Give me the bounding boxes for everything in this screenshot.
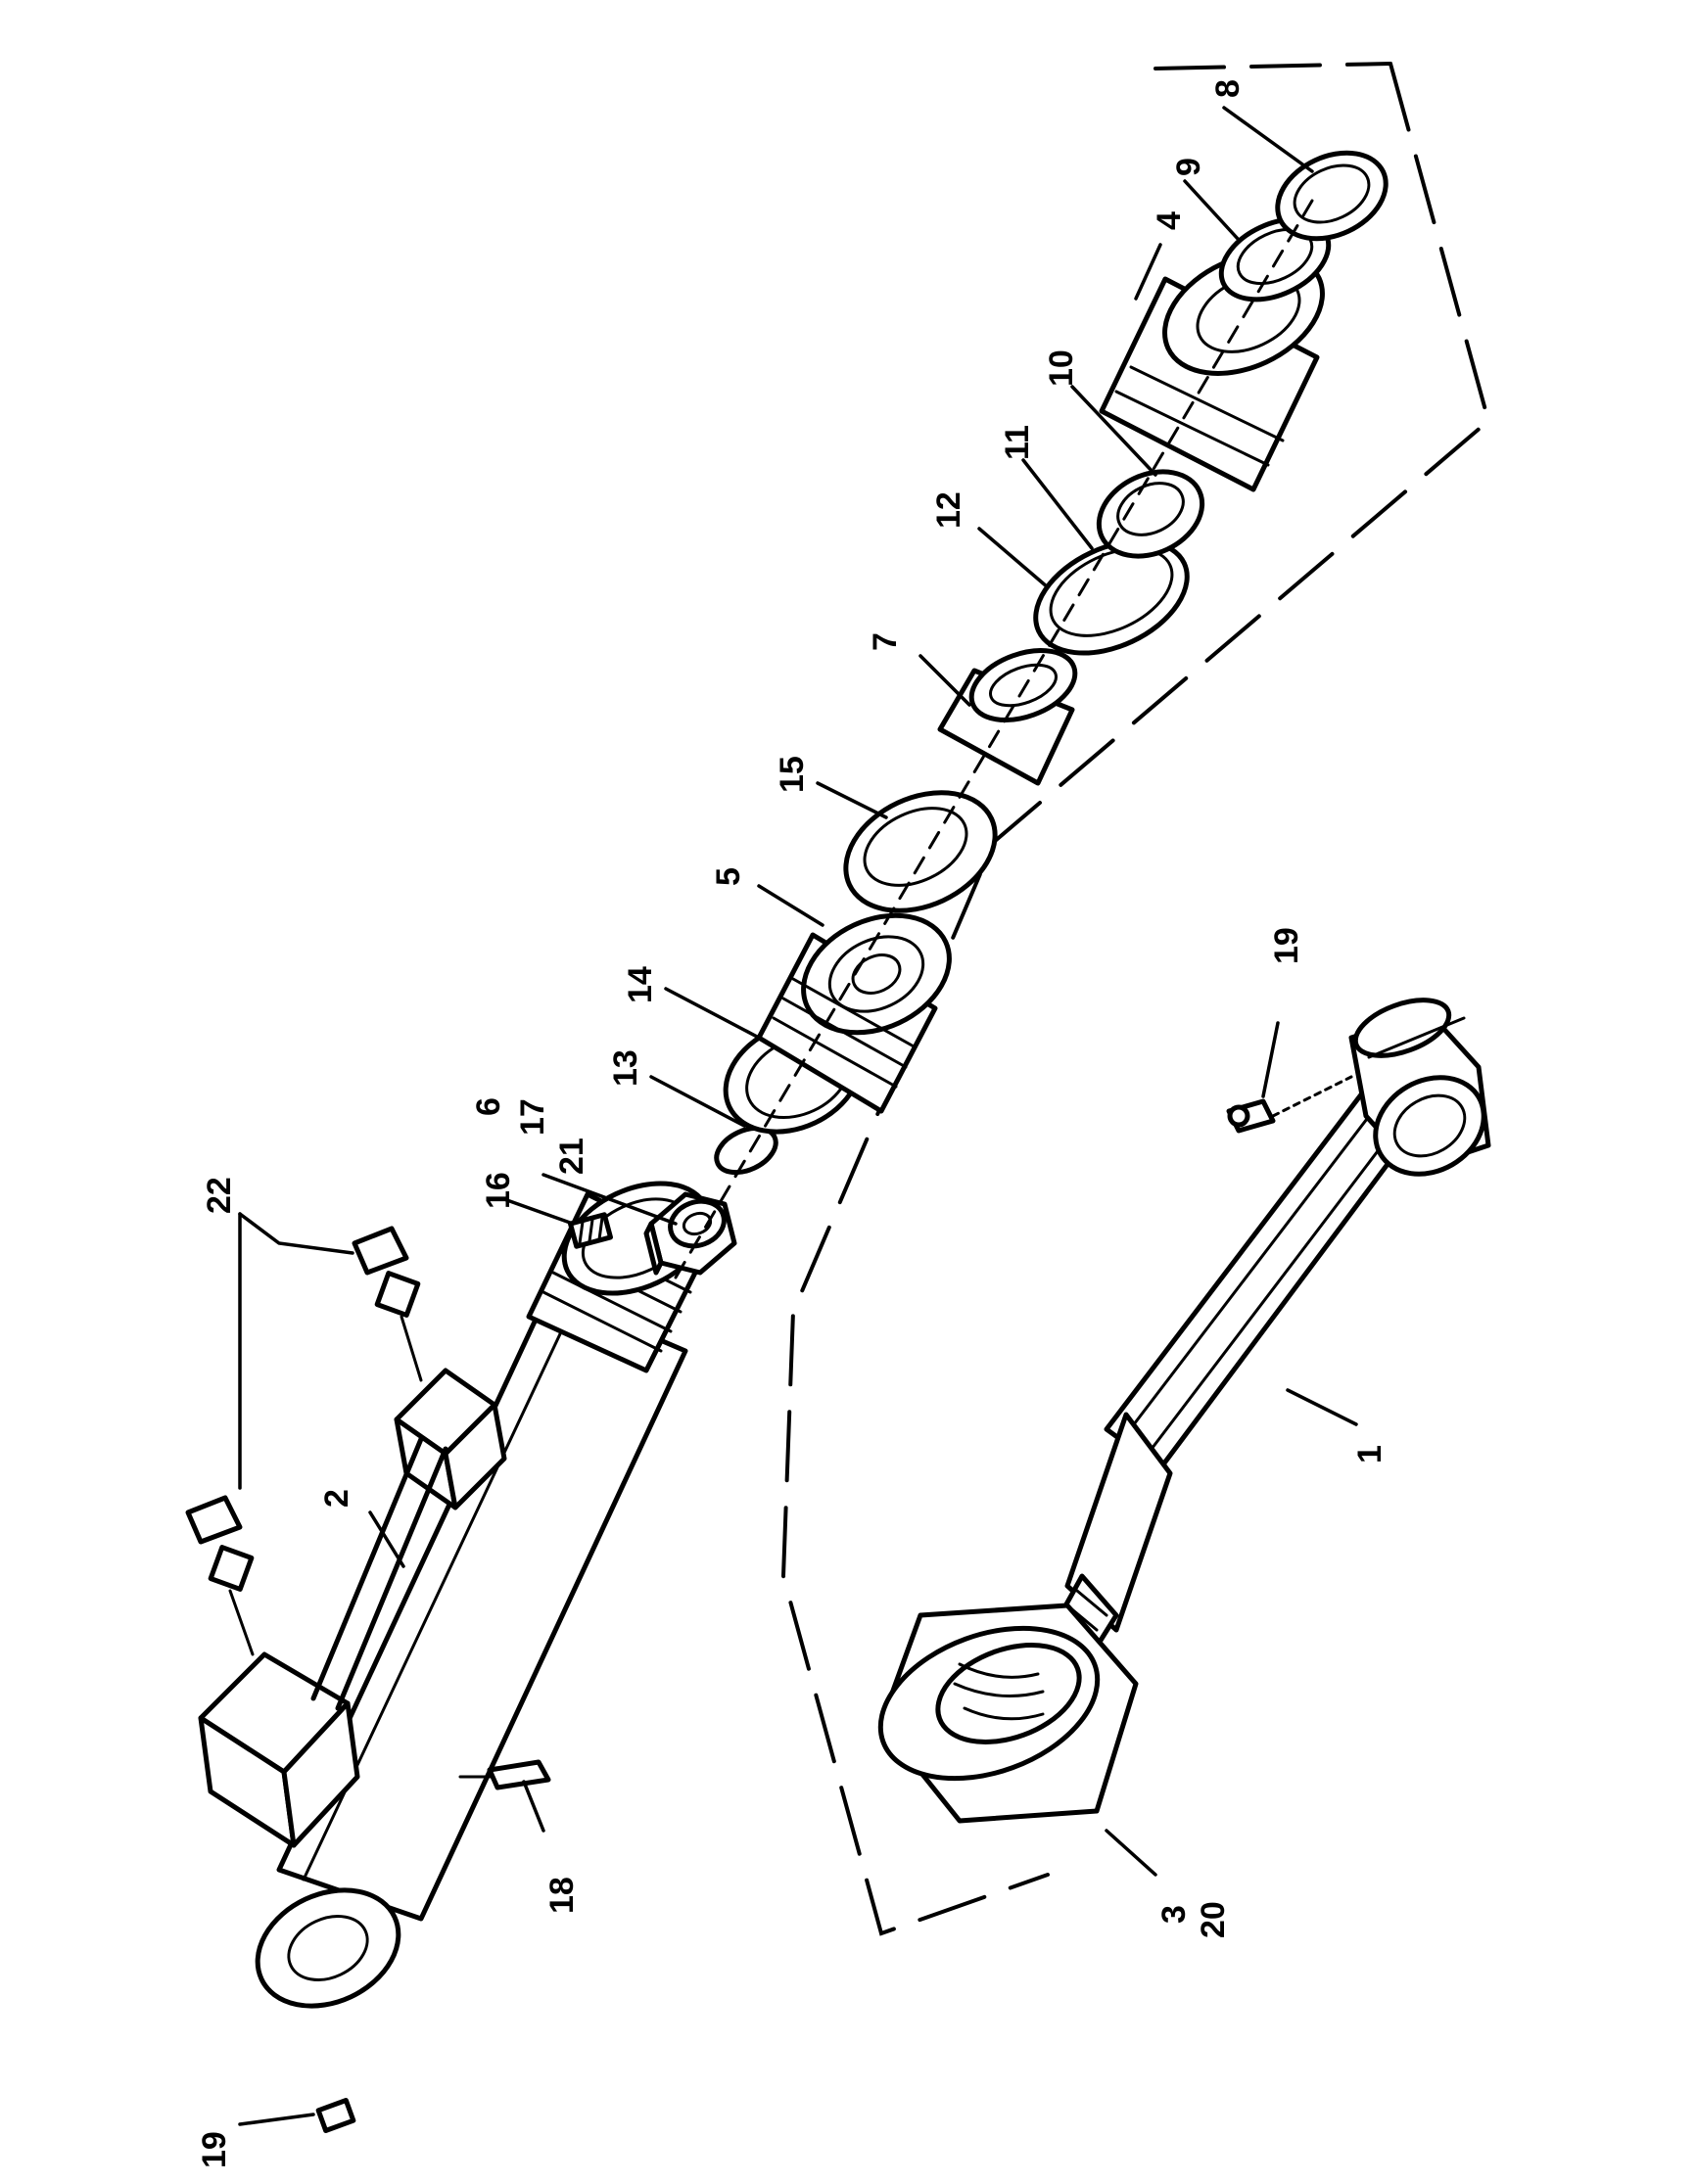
callout-4: 4 — [1151, 211, 1188, 230]
callout-6: 6 — [470, 1097, 507, 1116]
callout-13: 13 — [607, 1049, 644, 1087]
piston — [756, 912, 952, 1114]
callout-17: 17 — [514, 1098, 551, 1136]
grease-fitting-base — [315, 2098, 356, 2133]
leader-lines — [238, 106, 1358, 2126]
callout-7: 7 — [867, 632, 904, 651]
bleed-screw — [458, 1759, 551, 1790]
callout-15: 15 — [774, 756, 811, 793]
callout-5: 5 — [710, 867, 747, 886]
callout-22: 22 — [201, 1177, 238, 1214]
retaining-ring-8 — [1275, 150, 1389, 242]
callout-12: 12 — [930, 491, 967, 529]
dashed-boundary-line — [780, 62, 1491, 1936]
grease-fitting-rod — [1226, 1075, 1353, 1134]
rod-end-nut — [877, 1603, 1139, 1824]
cylinder-barrel — [198, 1181, 712, 2009]
callout-21: 21 — [553, 1138, 590, 1175]
seal-rings-11-12 — [1033, 538, 1190, 656]
callout-9: 9 — [1170, 158, 1207, 176]
callout-14: 14 — [622, 966, 659, 1003]
piston-rod — [1055, 998, 1491, 1657]
callout-20: 20 — [1195, 1901, 1232, 1938]
wear-band-15 — [843, 790, 998, 913]
o-ring-13 — [714, 1125, 778, 1176]
callout-18: 18 — [543, 1877, 581, 1914]
callout-8: 8 — [1209, 79, 1247, 98]
assembly-centerline — [674, 199, 1314, 1279]
callout-10: 10 — [1043, 349, 1080, 387]
wiper-10 — [1096, 469, 1205, 559]
set-screw — [568, 1212, 613, 1249]
callout-2: 2 — [318, 1489, 355, 1508]
bushing-7 — [937, 648, 1078, 786]
callout-1: 1 — [1351, 1445, 1389, 1464]
callout-19-base: 19 — [196, 2131, 233, 2168]
callout-11: 11 — [999, 425, 1036, 460]
callout-16: 16 — [480, 1172, 517, 1209]
callout-3: 3 — [1155, 1905, 1193, 1924]
port-valves — [185, 1226, 423, 1656]
callout-19-rod: 19 — [1268, 927, 1305, 964]
callout-labels: 1 2 3 20 4 5 6 17 21 7 8 9 10 11 12 13 1… — [196, 79, 1389, 2168]
